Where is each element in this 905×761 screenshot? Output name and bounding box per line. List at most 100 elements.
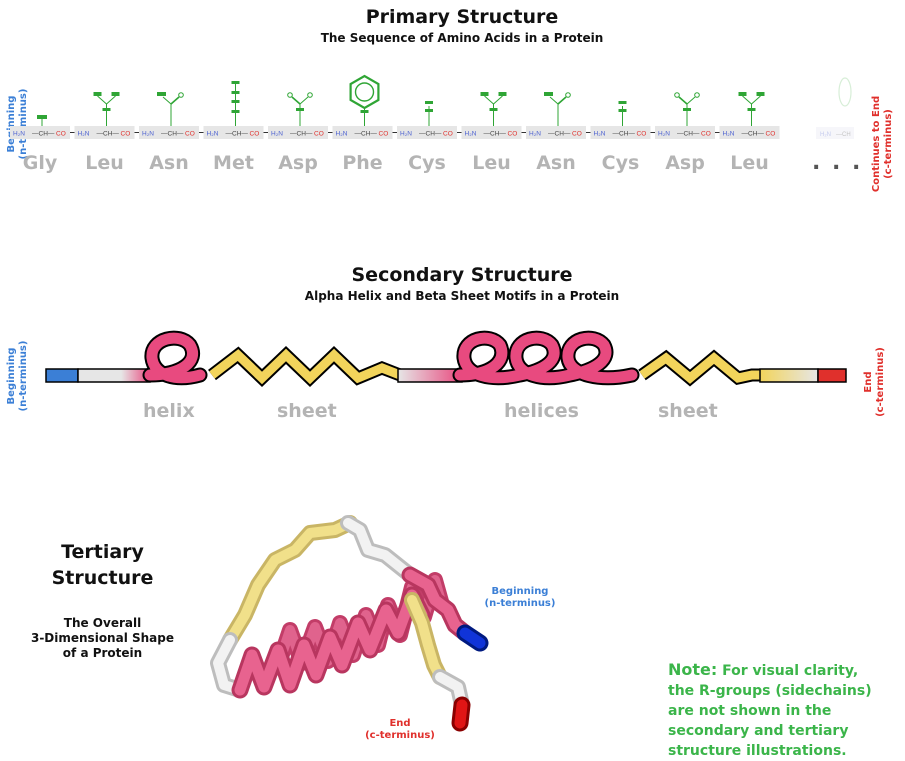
residue-met: H₂N —CH—CO: [203, 81, 268, 139]
svg-text:—CH—: —CH—: [290, 131, 313, 138]
svg-text:—CH—: —CH—: [419, 131, 442, 138]
amino-acid-name: Leu: [730, 152, 769, 174]
svg-text:—CH—: —CH—: [742, 131, 765, 138]
residue-asp: H₂N —CH—CO: [655, 92, 720, 139]
note-heading: Note:: [668, 660, 718, 679]
residue-cys: H₂N —CH—CO: [590, 101, 655, 139]
residue-phe: H₂N —CH—CO: [332, 74, 397, 139]
svg-text:CO: CO: [766, 131, 776, 138]
svg-text:—CH—: —CH—: [484, 131, 507, 138]
clarity-note: Note: For visual clarity, the R-groups (…: [668, 660, 898, 761]
label-sheet-2: sheet: [658, 400, 718, 422]
tertiary-description: The Overall 3-Dimensional Shape of a Pro…: [10, 616, 195, 661]
amino-acid-name: Asp: [278, 152, 318, 174]
amino-acid-name: Leu: [472, 152, 511, 174]
amino-acid-name: Phe: [342, 152, 383, 174]
tertiary-title-line1: Tertiary: [61, 541, 144, 563]
tertiary-title: Tertiary Structure: [30, 539, 175, 591]
svg-text:H₂N: H₂N: [465, 131, 477, 138]
note-line-2: the R-groups (sidechains): [668, 683, 872, 699]
faded-residue: H₂N —CH: [816, 77, 854, 139]
secondary-title: Secondary Structure: [351, 264, 573, 286]
svg-text:H₂N: H₂N: [400, 131, 412, 138]
svg-text:CO: CO: [572, 131, 582, 138]
coil-segment: [759, 368, 819, 383]
tertiary-end-sub: (c-terminus): [365, 730, 435, 741]
svg-text:—CH—: —CH—: [97, 131, 120, 138]
residue-cys: H₂N —CH—CO: [397, 101, 462, 139]
residue-leu: H₂N —CH—CO: [74, 92, 139, 139]
residue-asp: H₂N —CH—CO: [268, 92, 333, 139]
tertiary-end-label: End (c-terminus): [350, 718, 450, 742]
residue-asn: H₂N —CH—CO: [139, 92, 204, 139]
amino-acid-name: Asp: [665, 152, 705, 174]
svg-text:CO: CO: [379, 131, 389, 138]
coil-segment: [77, 368, 151, 383]
note-line-4: secondary and tertiary: [668, 723, 849, 739]
svg-text:CO: CO: [508, 131, 518, 138]
svg-text:H₂N: H₂N: [271, 131, 283, 138]
c-terminus-block: [817, 368, 847, 383]
note-line-3: are not shown in the: [668, 703, 832, 719]
svg-text:—CH—: —CH—: [355, 131, 378, 138]
tertiary-structure-diagram: [210, 515, 489, 732]
amino-acid-name: Leu: [85, 152, 124, 174]
amino-acid-name: Asn: [149, 152, 189, 174]
svg-text:H₂N: H₂N: [336, 131, 348, 138]
svg-text:—CH—: —CH—: [32, 131, 55, 138]
residue-leu: H₂N —CH—CO: [461, 92, 526, 139]
secondary-subtitle: Alpha Helix and Beta Sheet Motifs in a P…: [304, 289, 620, 303]
svg-text:—CH—: —CH—: [161, 131, 184, 138]
tertiary-desc-line3: of a Protein: [62, 646, 143, 660]
residue-gly: H₂N —CH—CO: [10, 115, 75, 139]
primary-ellipsis: . . .: [812, 150, 863, 175]
label-sheet-1: sheet: [277, 400, 337, 422]
svg-text:CO: CO: [637, 131, 647, 138]
n-terminus-block: [45, 368, 79, 383]
amino-acid-name: Gly: [22, 152, 58, 174]
amino-acid-name: Met: [213, 152, 254, 174]
tertiary-end-text: End: [389, 718, 411, 729]
svg-text:H₂N: H₂N: [529, 131, 541, 138]
svg-text:H₂N: H₂N: [594, 131, 606, 138]
tertiary-desc-line1: The Overall: [63, 616, 142, 630]
tertiary-title-line2: Structure: [51, 567, 154, 589]
svg-text:H₂N: H₂N: [142, 131, 154, 138]
primary-title: Primary Structure: [365, 6, 559, 28]
amino-acid-name: Cys: [601, 152, 640, 174]
svg-text:CO: CO: [314, 131, 324, 138]
tertiary-beginning-text: Beginning: [491, 586, 549, 597]
svg-text:H₂N: H₂N: [658, 131, 670, 138]
secondary-structure-diagram: [45, 330, 847, 388]
svg-text:H₂N: H₂N: [207, 131, 219, 138]
note-line-1: For visual clarity,: [722, 663, 859, 679]
label-helix: helix: [143, 400, 195, 422]
svg-text:H₂N: H₂N: [13, 131, 25, 138]
coil-segment: [397, 368, 463, 383]
amino-acid-name: Cys: [408, 152, 446, 174]
svg-text:—CH: —CH: [836, 132, 851, 138]
note-line-5: structure illustrations.: [668, 743, 847, 759]
svg-text:H₂N: H₂N: [78, 131, 90, 138]
svg-text:—CH—: —CH—: [613, 131, 636, 138]
svg-text:H₂N: H₂N: [723, 131, 735, 138]
svg-text:CO: CO: [250, 131, 260, 138]
primary-subtitle: The Sequence of Amino Acids in a Protein: [320, 31, 604, 45]
svg-text:—CH—: —CH—: [548, 131, 571, 138]
svg-text:CO: CO: [56, 131, 66, 138]
svg-text:—CH—: —CH—: [226, 131, 249, 138]
svg-text:CO: CO: [121, 131, 131, 138]
svg-text:CO: CO: [701, 131, 711, 138]
tertiary-beginning-label: Beginning (n-terminus): [470, 586, 570, 610]
residue-asn: H₂N —CH—CO: [526, 92, 591, 139]
amino-acid-name: Asn: [536, 152, 576, 174]
svg-text:—CH—: —CH—: [677, 131, 700, 138]
svg-text:CO: CO: [443, 131, 453, 138]
tertiary-desc-line2: 3-Dimensional Shape: [30, 631, 175, 645]
svg-text:CO: CO: [185, 131, 195, 138]
tertiary-beginning-sub: (n-terminus): [484, 598, 556, 609]
residue-leu: H₂N —CH—CO: [719, 92, 780, 139]
label-helices: helices: [504, 400, 579, 422]
svg-text:H₂N: H₂N: [820, 132, 831, 138]
